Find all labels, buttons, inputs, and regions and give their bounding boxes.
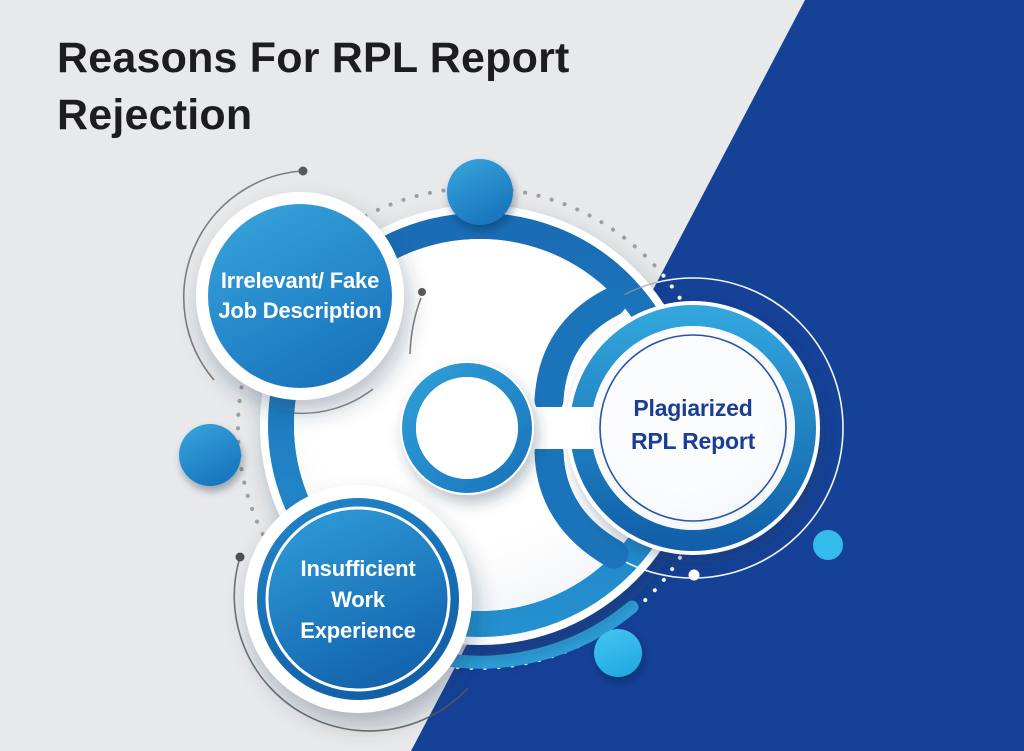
satellite-plagiarized-circle [502, 301, 820, 555]
arc-on-disc [291, 288, 426, 415]
center-small-ring-circle [400, 361, 534, 495]
arc-end-dot [235, 552, 245, 562]
white-orbit-dot [688, 569, 700, 581]
label-line: Plagiarized [633, 395, 753, 421]
insufficient-white-ring [265, 506, 451, 692]
accent-circle-cyan-bottom [594, 629, 642, 677]
label-line: Insufficient [300, 556, 416, 581]
arc-end-dot [298, 166, 308, 176]
label-line: Experience [300, 618, 416, 643]
connector-claws [534, 287, 629, 569]
label-line: Work [331, 587, 385, 612]
page-title-line1: Reasons For RPL Report [57, 34, 570, 82]
satellite-irrelevant-circle [196, 192, 404, 400]
accent-circle-top [447, 159, 513, 225]
plagiarized-inner-stroke [599, 334, 787, 522]
label-line: Job Description [218, 298, 382, 323]
page-title: Reasons For RPL Report Rejection [57, 30, 777, 144]
arc-around-irrelevant [183, 166, 308, 381]
label-irrelevant-fake-job-description: Irrelevant/ Fake Job Description [196, 266, 404, 326]
insufficient-disc [269, 510, 447, 688]
irrelevant-disc [208, 204, 392, 388]
satellite-insufficient-circle [244, 485, 472, 713]
plagiarized-inner-disc [591, 326, 795, 530]
accent-circle-cyan-right [813, 530, 843, 560]
arc-around-insufficient [233, 552, 469, 732]
label-line: Irrelevant/ Fake [220, 268, 380, 293]
hub-bottom-crescent [424, 600, 639, 669]
label-line: RPL Report [630, 428, 756, 454]
label-plagiarized-rpl-report: Plagiarized RPL Report [591, 392, 795, 458]
label-insufficient-work-experience: Insufficient Work Experience [256, 553, 460, 646]
page-title-line2: Rejection [57, 90, 253, 139]
arc-end-dot [418, 288, 426, 296]
accent-circle-left [179, 424, 241, 486]
